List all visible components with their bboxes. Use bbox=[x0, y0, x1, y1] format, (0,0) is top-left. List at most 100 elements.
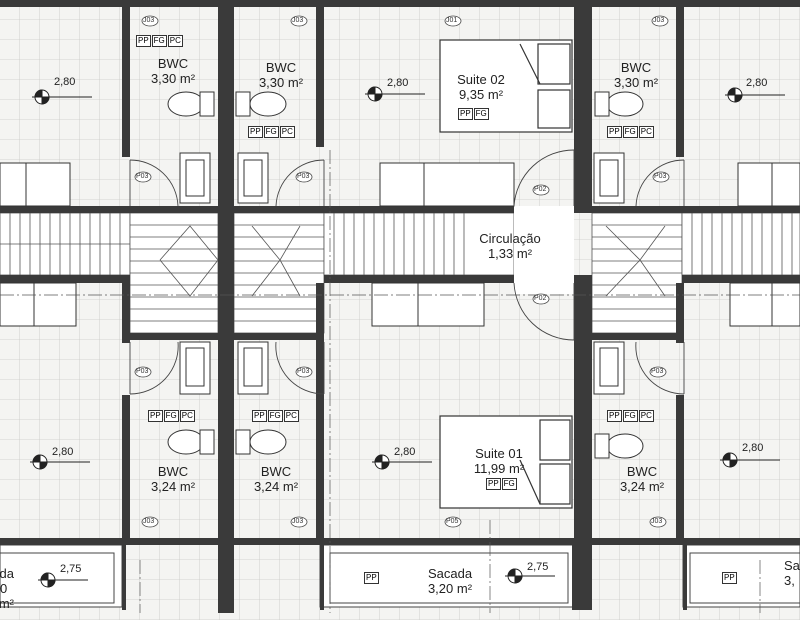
tag-pp: PP bbox=[486, 478, 501, 490]
bed-suite-01 bbox=[439, 415, 573, 509]
window-tag: J03 bbox=[143, 17, 155, 24]
room-area: 3, bbox=[784, 573, 795, 588]
room-area: 0 m² bbox=[0, 581, 14, 611]
window-tag: J03 bbox=[292, 518, 304, 525]
level-value: 2,80 bbox=[394, 446, 416, 458]
room-area: 3,24 m² bbox=[150, 479, 196, 494]
fixture-tags: PP bbox=[364, 572, 379, 584]
room-area: 3,24 m² bbox=[253, 479, 299, 494]
room-label-sacada-center: Sacada 3,20 m² bbox=[410, 566, 490, 596]
counters bbox=[0, 162, 800, 327]
level-value: 2,75 bbox=[60, 563, 82, 575]
window-tag: J01 bbox=[446, 17, 458, 24]
room-label-sacada-left: ada 0 m² bbox=[0, 566, 14, 611]
door-tag: P03 bbox=[136, 173, 149, 180]
door-tag: P03 bbox=[654, 173, 667, 180]
balcony-floors bbox=[0, 544, 800, 608]
stair-center bbox=[233, 212, 515, 334]
tag-fg: FG bbox=[151, 35, 167, 47]
tag-fg: FG bbox=[473, 108, 489, 120]
door-tag: P05 bbox=[446, 518, 459, 525]
tag-pc: PC bbox=[638, 410, 654, 422]
room-area: 3,30 m² bbox=[613, 75, 659, 90]
room-label-suite-01: Suite 01 11,99 m² bbox=[460, 446, 538, 476]
tag-fg: FG bbox=[163, 410, 179, 422]
room-name: Suite 02 bbox=[457, 72, 505, 87]
room-area: 11,99 m² bbox=[473, 461, 525, 476]
room-name: BWC bbox=[157, 464, 189, 479]
door-tag-ellipses bbox=[134, 15, 670, 528]
window-tag: J03 bbox=[653, 17, 665, 24]
fixture-tags: PP bbox=[722, 572, 737, 584]
room-name: Sa bbox=[784, 558, 800, 573]
tag-fg: FG bbox=[267, 410, 283, 422]
tag-pp: PP bbox=[248, 126, 263, 138]
stair-left bbox=[0, 212, 219, 334]
room-area: 1,33 m² bbox=[487, 246, 533, 261]
window-tag: J03 bbox=[143, 518, 155, 525]
tag-pc: PC bbox=[638, 126, 654, 138]
tag-fg: FG bbox=[263, 126, 279, 138]
door-swings bbox=[129, 149, 685, 395]
room-label-bwc-top-3: BWC 3,30 m² bbox=[604, 60, 668, 90]
room-name: BWC bbox=[260, 464, 292, 479]
tag-pp: PP bbox=[607, 126, 622, 138]
room-name: BWC bbox=[157, 56, 189, 71]
room-label-sacada-right: Sa 3, bbox=[784, 558, 800, 588]
level-markers bbox=[30, 86, 785, 588]
tag-pp: PP bbox=[252, 410, 267, 422]
door-tag: P02 bbox=[534, 295, 547, 302]
tag-pp: PP bbox=[148, 410, 163, 422]
room-name: BWC bbox=[626, 464, 658, 479]
room-name: BWC bbox=[620, 60, 652, 75]
room-label-suite-02: Suite 02 9,35 m² bbox=[446, 72, 516, 102]
level-value: 2,80 bbox=[742, 442, 764, 454]
tag-pp: PP bbox=[722, 572, 737, 584]
door-tag: P03 bbox=[651, 368, 664, 375]
room-name: BWC bbox=[265, 60, 297, 75]
window-tag: J03 bbox=[651, 518, 663, 525]
tag-pp: PP bbox=[364, 572, 379, 584]
room-area: 3,20 m² bbox=[427, 581, 473, 596]
level-value: 2,75 bbox=[527, 561, 549, 573]
door-tag: P03 bbox=[136, 368, 149, 375]
tag-pp: PP bbox=[458, 108, 473, 120]
door-tag: P03 bbox=[297, 173, 310, 180]
stair-right bbox=[591, 212, 800, 334]
window-tag: J03 bbox=[292, 17, 304, 24]
tag-pc: PC bbox=[179, 410, 195, 422]
level-value: 2,80 bbox=[54, 76, 76, 88]
room-label-bwc-bot-2: BWC 3,24 m² bbox=[244, 464, 308, 494]
room-area: 3,24 m² bbox=[619, 479, 665, 494]
toilets bbox=[167, 91, 644, 459]
room-label-bwc-bot-1: BWC 3,24 m² bbox=[140, 464, 206, 494]
level-value: 2,80 bbox=[387, 77, 409, 89]
tag-pc: PC bbox=[283, 410, 299, 422]
sinks bbox=[179, 152, 625, 395]
room-label-circulacao: Circulação 1,33 m² bbox=[470, 231, 550, 261]
tag-fg: FG bbox=[622, 410, 638, 422]
room-area: 3,30 m² bbox=[150, 71, 196, 86]
room-name: Suite 01 bbox=[475, 446, 523, 461]
room-label-bwc-top-2: BWC 3,30 m² bbox=[246, 60, 316, 90]
tag-pp: PP bbox=[607, 410, 622, 422]
room-label-bwc-top-1: BWC 3,30 m² bbox=[140, 56, 206, 86]
room-area: 9,35 m² bbox=[458, 87, 504, 102]
tag-pc: PC bbox=[279, 126, 295, 138]
level-value: 2,80 bbox=[52, 446, 74, 458]
tag-pp: PP bbox=[136, 35, 151, 47]
level-value: 2,80 bbox=[746, 77, 768, 89]
door-tag: P03 bbox=[297, 368, 310, 375]
room-name: ada bbox=[0, 566, 14, 581]
